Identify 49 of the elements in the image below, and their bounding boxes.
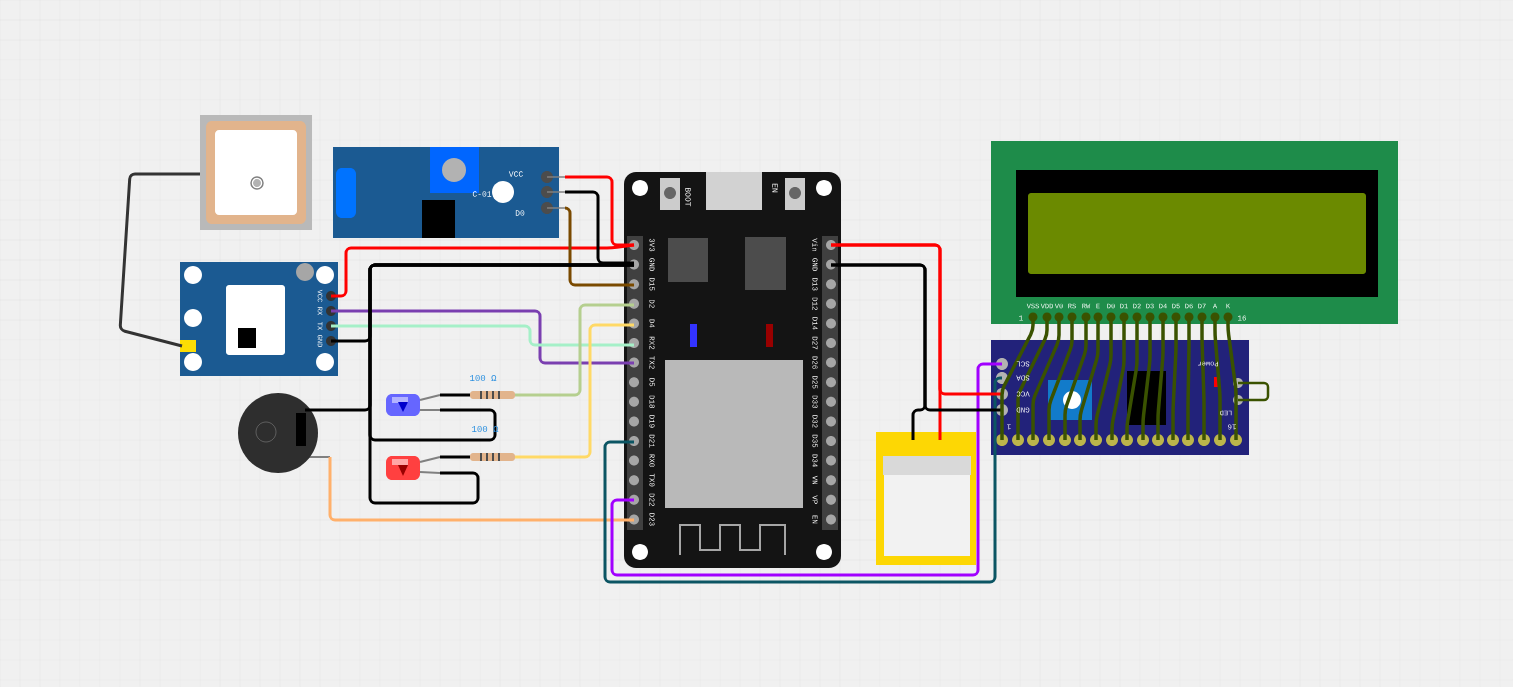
wire — [1110, 317, 1126, 440]
wire — [1016, 317, 1049, 440]
wire — [368, 263, 634, 505]
wire — [1031, 317, 1061, 440]
resistor-drawing — [470, 453, 515, 461]
wire — [331, 243, 635, 298]
pin-label: BOOT — [685, 188, 691, 207]
wire — [1063, 317, 1088, 440]
pin-label: C-01 — [472, 191, 492, 197]
wire — [1186, 317, 1191, 440]
gps-module-drawing — [180, 262, 338, 376]
sensor-module-drawing — [333, 147, 566, 238]
wire — [328, 457, 634, 522]
wire — [1200, 317, 1206, 440]
pin-label: D0 — [515, 210, 525, 216]
wire — [1213, 317, 1222, 440]
wire — [440, 393, 470, 397]
wire — [565, 175, 634, 247]
wire — [331, 324, 634, 347]
antenna-drawing — [200, 115, 312, 230]
led-drawing — [386, 456, 441, 480]
wire — [331, 309, 634, 365]
wire — [564, 206, 634, 287]
wire — [118, 172, 200, 348]
wire — [1226, 317, 1238, 440]
wire — [831, 243, 942, 440]
microcontroller-board-drawing — [624, 172, 841, 568]
wire — [1141, 317, 1152, 440]
pin-label: VCC — [508, 171, 523, 177]
wire — [1078, 317, 1100, 440]
wire — [1047, 317, 1074, 440]
wire — [1125, 317, 1139, 440]
wire — [1094, 317, 1113, 440]
wire — [440, 455, 470, 459]
wire — [1171, 317, 1178, 440]
resistance-label: 100 Ω — [470, 374, 497, 382]
resistor-drawing — [470, 391, 515, 399]
wire — [565, 190, 634, 265]
resistance-label: 100 Ω — [472, 425, 499, 433]
led-drawing — [386, 394, 441, 416]
wire — [1000, 317, 1035, 440]
wire — [831, 263, 927, 440]
wire — [515, 303, 634, 397]
lcd-display-drawing — [991, 141, 1398, 324]
pin-label: EN — [772, 183, 778, 193]
buzzer-drawing — [238, 393, 331, 473]
wire — [515, 323, 634, 459]
wire — [1156, 317, 1165, 440]
battery-drawing — [876, 432, 976, 565]
